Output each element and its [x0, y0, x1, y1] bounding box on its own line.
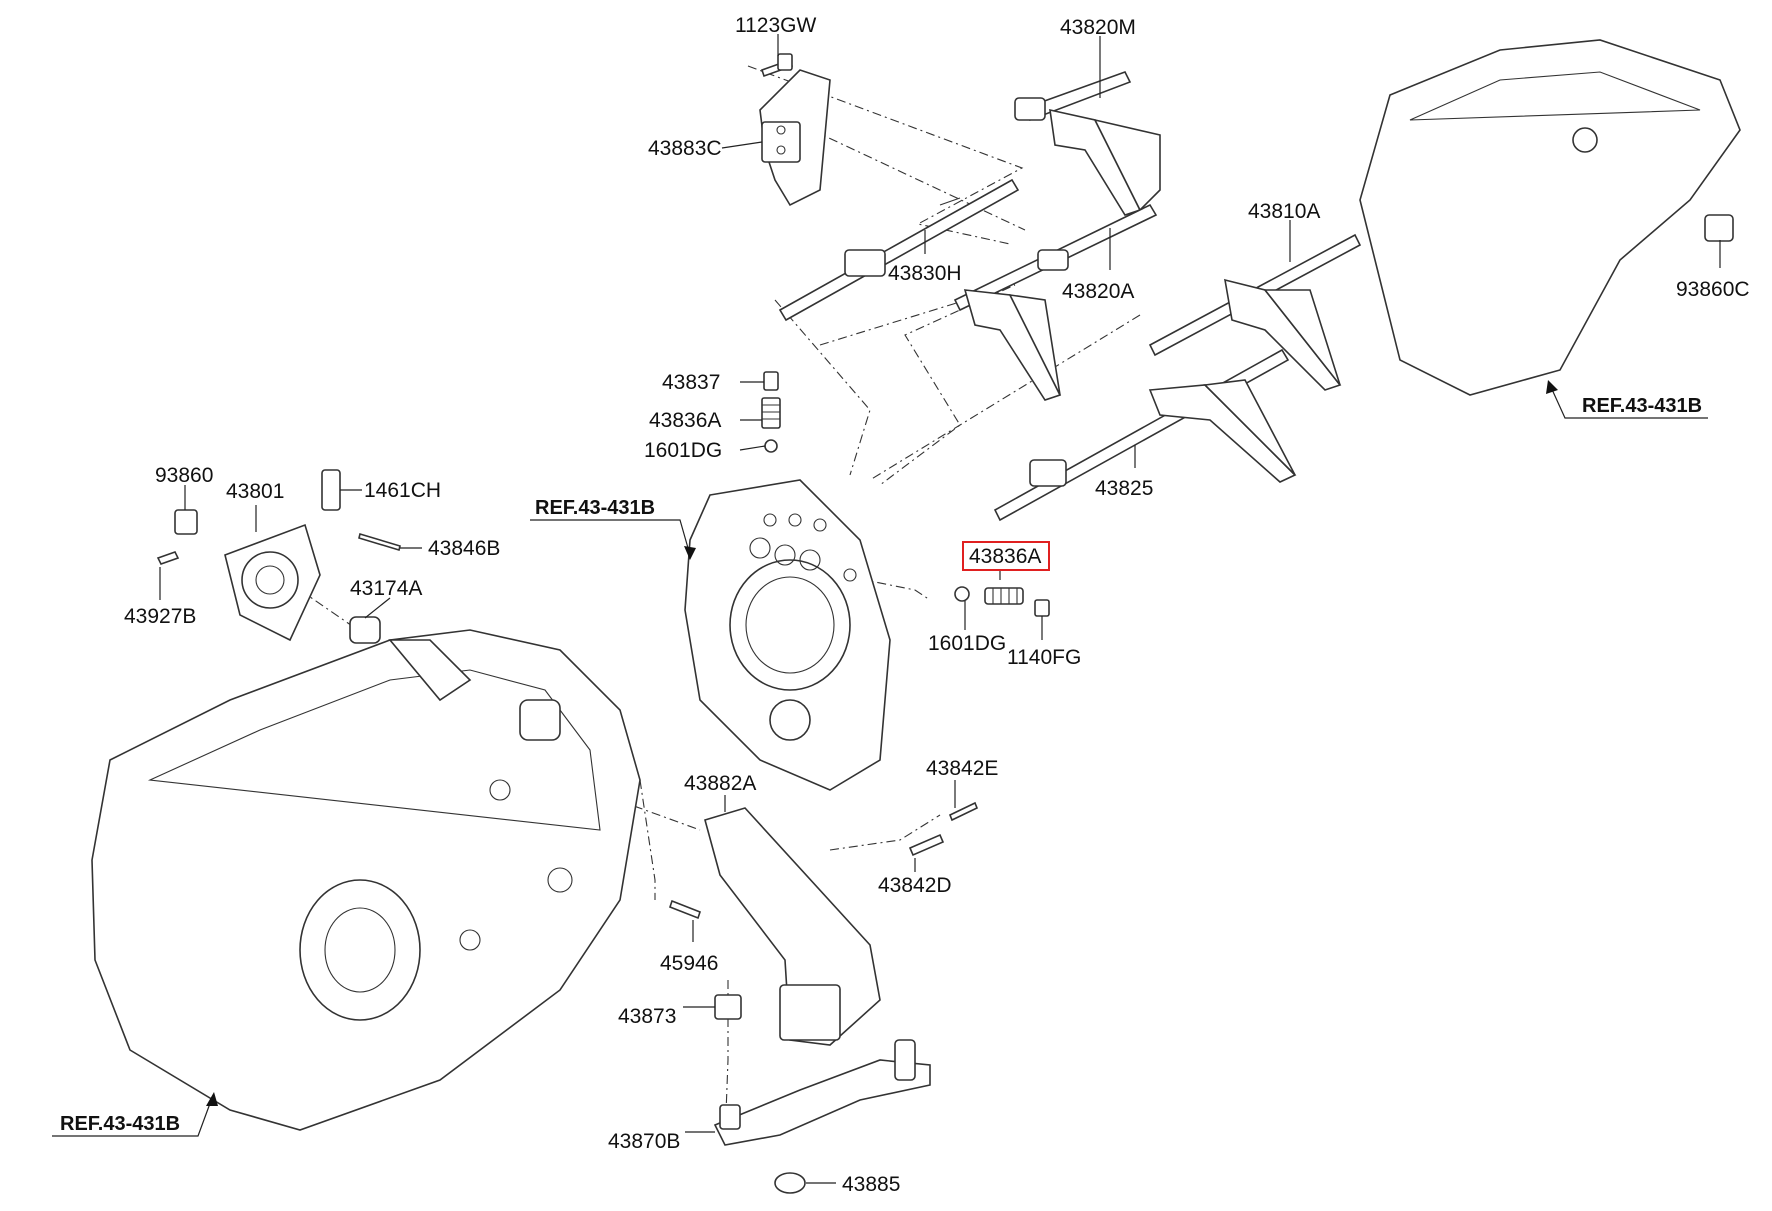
clip-43873 [714, 994, 742, 1020]
label-43885: 43885 [842, 1173, 900, 1196]
label-93860: 93860 [155, 464, 213, 487]
label-43870B: 43870B [608, 1130, 680, 1153]
bolt-1123GW [760, 53, 794, 78]
ref-labels: REF.43-431B REF.43-431B REF.43-431B [60, 395, 1702, 1135]
pins-43842 [908, 801, 979, 857]
rail-43820M [1014, 71, 1161, 216]
transmission-case [91, 629, 641, 1131]
label-43842D: 43842D [878, 874, 952, 897]
detent-stack-top [761, 371, 781, 453]
label-93860C: 93860C [1676, 278, 1750, 301]
label-43174A: 43174A [350, 577, 422, 600]
lever-43870B [713, 1039, 931, 1146]
bracket-43883C [759, 69, 831, 207]
label-43810A: 43810A [1248, 200, 1320, 223]
label-43820A: 43820A [1062, 280, 1134, 303]
left-cluster [156, 469, 401, 644]
label-43825: 43825 [1095, 477, 1153, 500]
transmission-case-rear [1359, 39, 1741, 396]
shift-rails [778, 71, 1362, 522]
bracket-43882A [704, 807, 881, 1046]
rail-43830H [778, 178, 1020, 322]
ref-arrows [52, 380, 1708, 1137]
label-43883C: 43883C [648, 137, 722, 160]
part-labels: 1123GW 43820M 43883C 43830H 43820A 43810… [124, 14, 1750, 1196]
ref-label-bottom-left: REF.43-431B [60, 1113, 180, 1135]
rail-43820A [953, 203, 1158, 401]
label-43842E: 43842E [926, 757, 998, 780]
label-45946: 45946 [660, 952, 718, 975]
label-43846B: 43846B [428, 537, 500, 560]
label-1123GW: 1123GW [735, 14, 816, 37]
detent-stack-mid [954, 586, 1050, 617]
label-43873: 43873 [618, 1005, 676, 1028]
highlight-box-43836A [962, 541, 1050, 571]
label-1601DG-mid: 1601DG [928, 632, 1006, 655]
label-43801: 43801 [226, 480, 284, 503]
rail-43825 [993, 348, 1297, 522]
nut-43885 [774, 1172, 806, 1194]
label-43882A: 43882A [684, 772, 756, 795]
label-43837: 43837 [662, 371, 720, 394]
label-43820M: 43820M [1060, 16, 1136, 39]
center-plate [684, 479, 891, 791]
label-43836A-highlighted: 43836A [969, 545, 1041, 568]
rail-43810A [1148, 233, 1362, 391]
label-43836A-top: 43836A [649, 409, 721, 432]
leader-lines [159, 34, 1721, 1184]
label-43927B: 43927B [124, 605, 196, 628]
ref-label-top-right: REF.43-431B [1582, 395, 1702, 417]
bolt-45946 [669, 899, 701, 920]
label-1140FG: 1140FG [1007, 646, 1081, 669]
label-43830H: 43830H [888, 262, 962, 285]
ref-label-middle: REF.43-431B [535, 497, 655, 519]
label-1461CH: 1461CH [364, 479, 441, 502]
label-1601DG-top: 1601DG [644, 439, 722, 462]
